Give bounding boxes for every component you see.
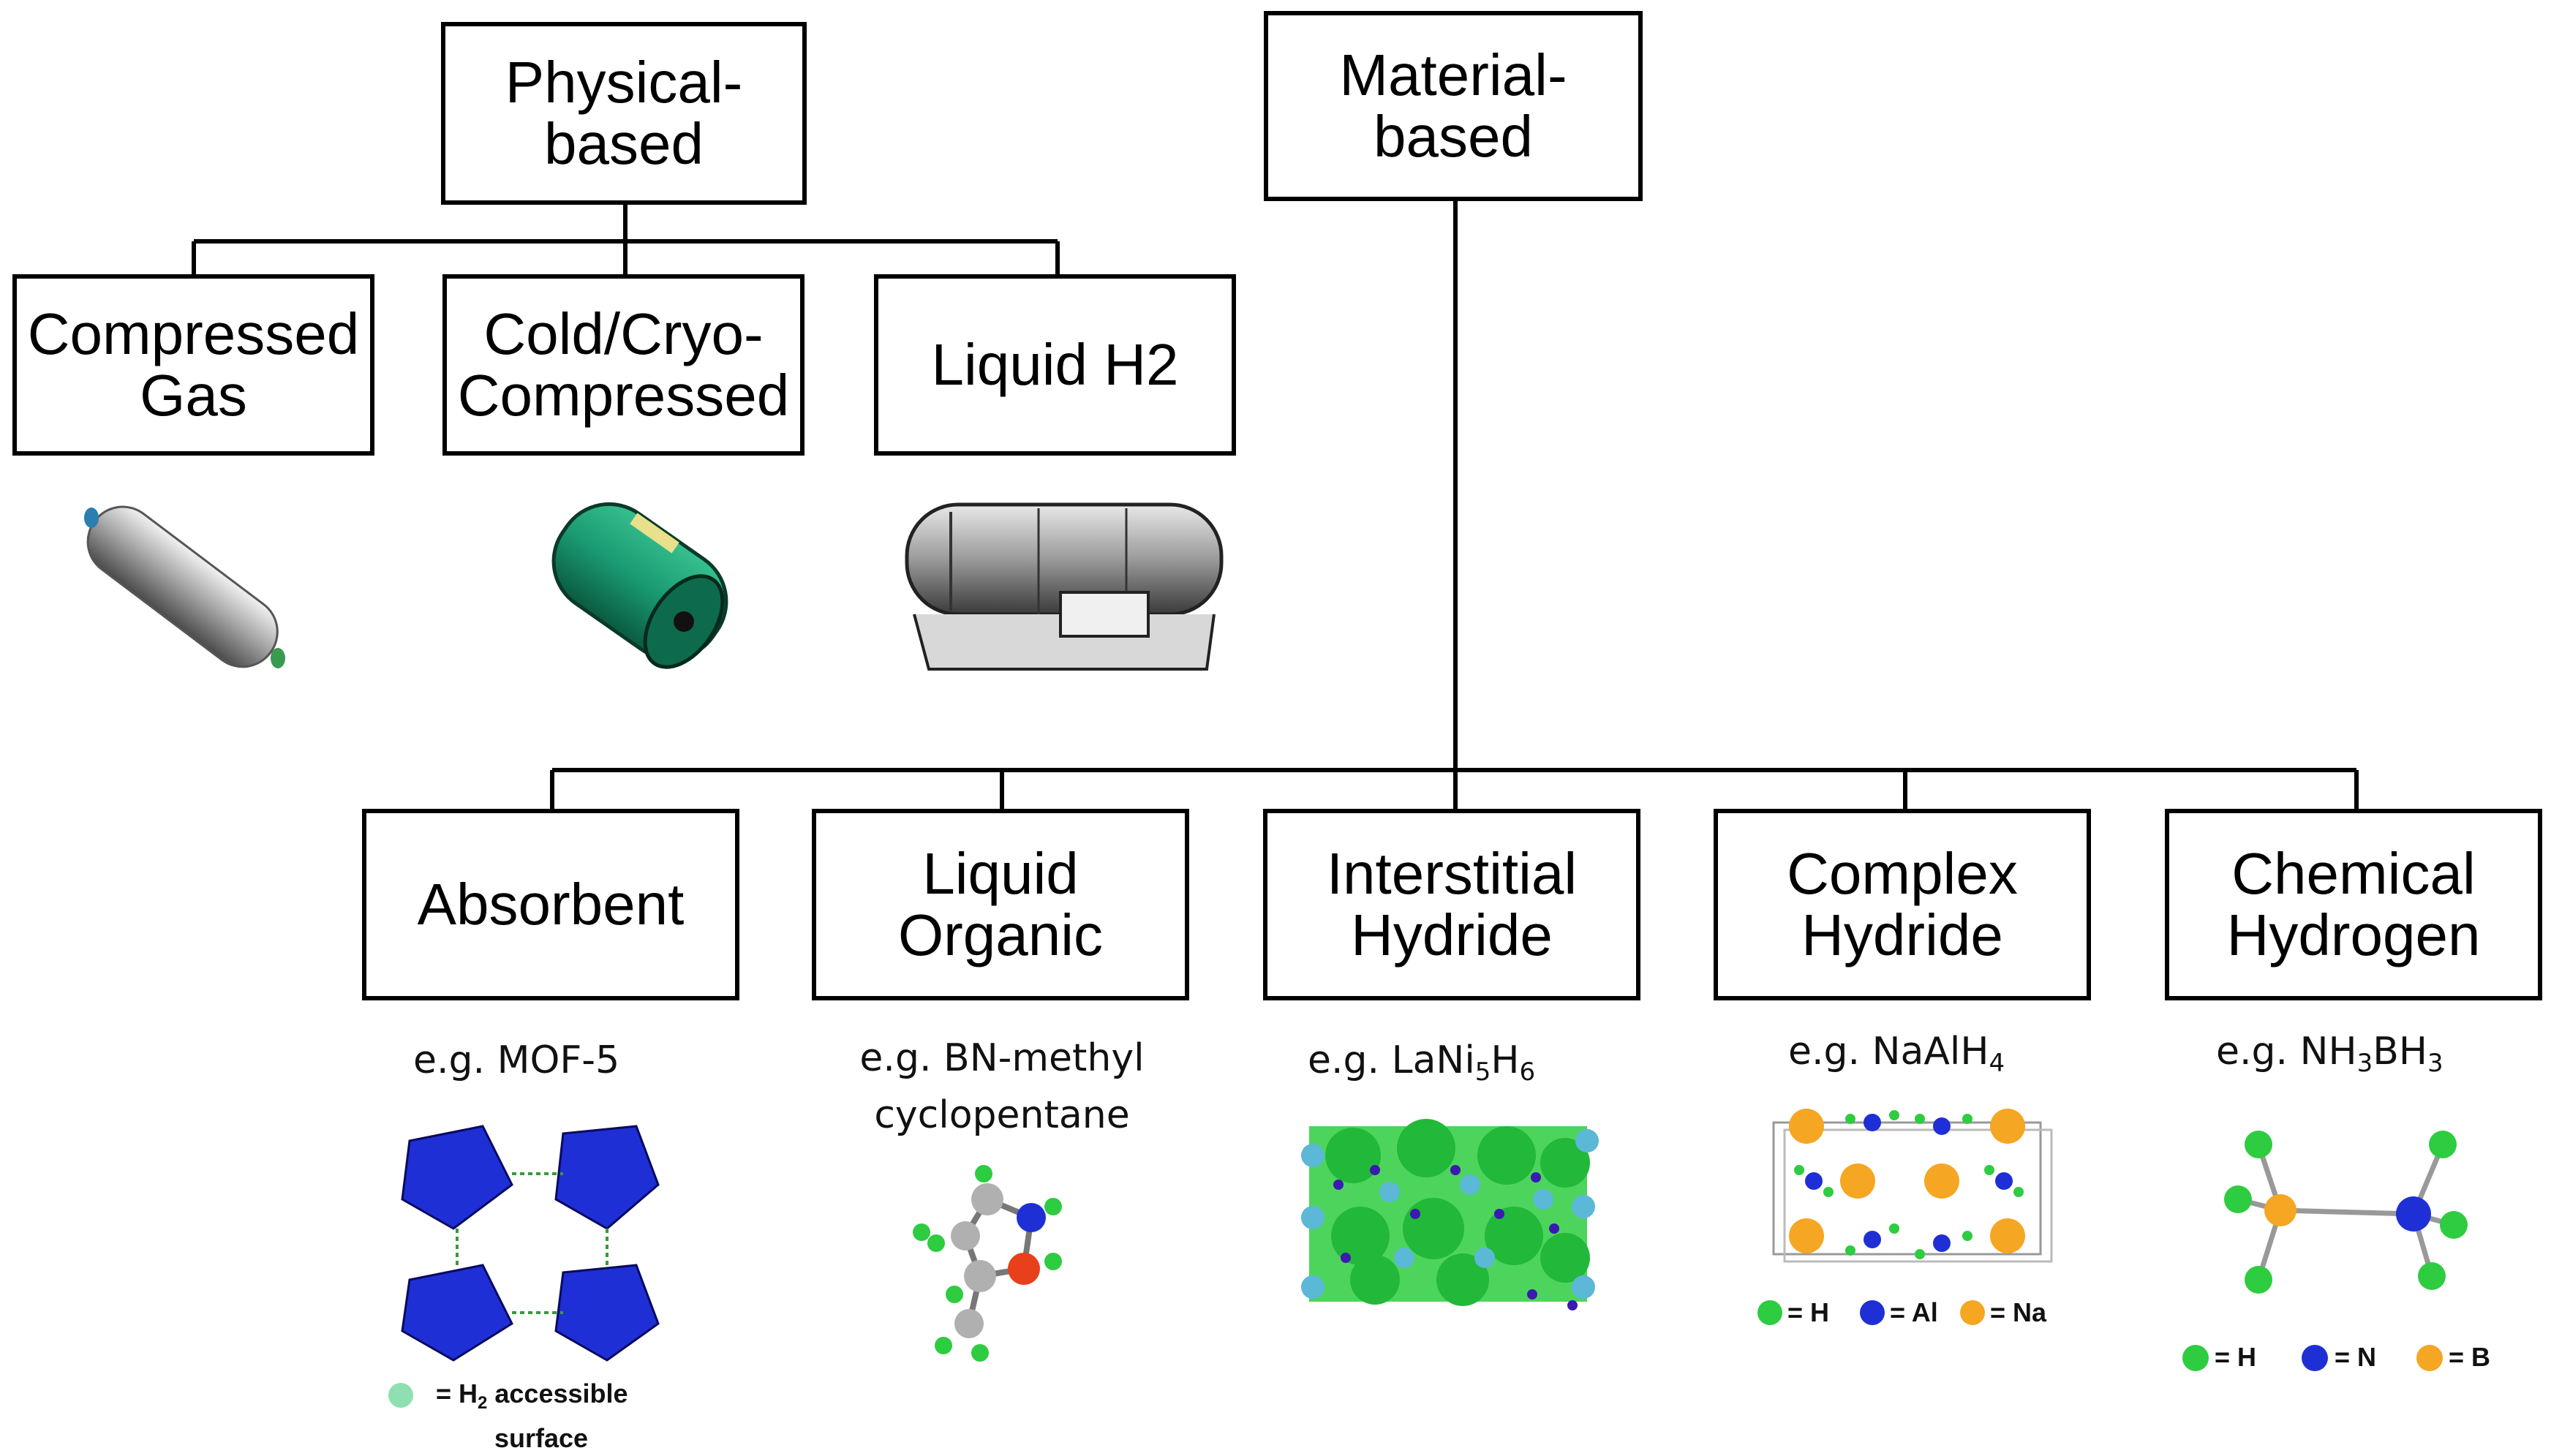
- nh3bh3-legend-dots: [2182, 1345, 2443, 1371]
- nh3bh3-legend-b: = B: [2449, 1342, 2491, 1372]
- nh-b: BH: [2373, 1030, 2428, 1074]
- naalh4-legend-na: = Na: [1990, 1297, 2047, 1327]
- liquid-h2-tank-icon: [905, 502, 1224, 671]
- complex-hydride-box: Complex Hydride: [1714, 809, 2091, 1000]
- h2-surface-legend-dot: [388, 1383, 413, 1408]
- nh3bh3-legend-h: = H: [2215, 1342, 2257, 1372]
- mof-legend-sub: 2: [478, 1393, 488, 1414]
- connector-lines: [192, 200, 2359, 810]
- compressed-gas-cylinder-icon: [84, 505, 285, 668]
- lani5h6-lattice-icon: [1301, 1119, 1599, 1310]
- naalh4-lattice-icon: [1772, 1109, 2053, 1263]
- lani-sub2: 6: [1519, 1057, 1536, 1087]
- example-prefix: e.g.: [1308, 1038, 1380, 1082]
- lani-sub1: 5: [1474, 1057, 1491, 1087]
- nh3bh3-legend-n: = N: [2335, 1342, 2377, 1372]
- material-based-box: Material- based: [1264, 11, 1643, 201]
- cryo-compressed-tank-icon: [551, 502, 728, 669]
- example-prefix: e.g.: [1788, 1030, 1861, 1074]
- naalh4-legend-al: = Al: [1890, 1297, 1938, 1327]
- example-prefix: e.g.: [2216, 1030, 2288, 1074]
- example-bn-line1: BN-methyl: [943, 1036, 1145, 1080]
- interstitial-hydride-box: Interstitial Hydride: [1263, 809, 1640, 1000]
- mof-legend-a: = H: [436, 1378, 478, 1408]
- example-mof5: e.g. MOF-5: [413, 1038, 619, 1082]
- mof5-structure-icon: [401, 1125, 660, 1362]
- mof-legend-b: accessible: [487, 1378, 628, 1408]
- example-naalh4: e.g. NaAlH4: [1788, 1030, 2005, 1078]
- bn-cyclopentane-molecule-icon: [913, 1165, 1062, 1362]
- naalh-a: NaAlH: [1872, 1030, 1989, 1074]
- naalh4-legend-dots: [1757, 1300, 1985, 1325]
- example-mof5-formula: MOF-5: [497, 1038, 620, 1082]
- example-bn-line2: cyclopentane: [874, 1093, 1130, 1137]
- nh-sub2: 3: [2427, 1049, 2443, 1078]
- lani-b: H: [1491, 1038, 1520, 1082]
- cryo-compressed-box: Cold/Cryo- Compressed: [442, 274, 805, 456]
- physical-based-box: Physical- based: [441, 22, 807, 205]
- naalh4-legend-h: = H: [1787, 1297, 1830, 1327]
- naalh-sub1: 4: [1989, 1049, 2005, 1078]
- example-prefix: e.g.: [859, 1036, 932, 1080]
- chemical-hydrogen-box: Chemical Hydrogen: [2165, 809, 2542, 1000]
- example-lani5h6: e.g. LaNi5H6: [1308, 1038, 1535, 1087]
- compressed-gas-box: Compressed Gas: [12, 274, 374, 456]
- absorbent-box: Absorbent: [362, 809, 739, 1000]
- nh-a: NH: [2299, 1030, 2357, 1074]
- lani-a: LaNi: [1391, 1038, 1475, 1082]
- example-bn-methyl: e.g. BN-methyl cyclopentane: [834, 1030, 1170, 1144]
- nh3bh3-molecule-icon: [2224, 1131, 2468, 1294]
- example-nh3bh3: e.g. NH3BH3: [2216, 1030, 2443, 1078]
- mof-legend-c: surface: [494, 1423, 589, 1454]
- liquid-organic-box: Liquid Organic: [812, 809, 1189, 1000]
- example-prefix: e.g.: [413, 1038, 486, 1082]
- liquid-h2-box: Liquid H2: [874, 274, 1236, 456]
- nh-sub1: 3: [2356, 1049, 2373, 1078]
